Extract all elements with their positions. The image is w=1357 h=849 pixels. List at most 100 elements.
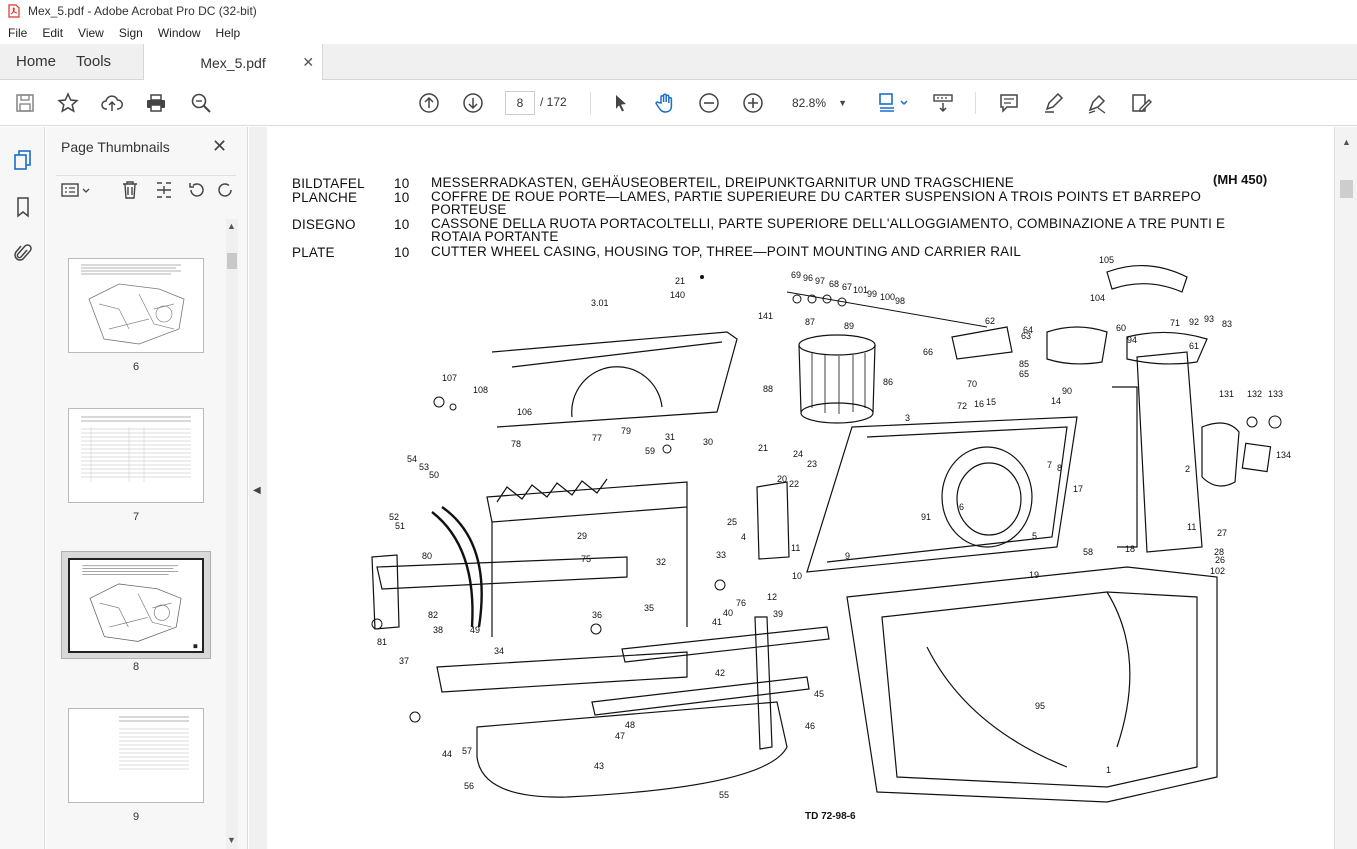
part-label: 86 xyxy=(883,377,893,387)
heading-key: DISEGNO xyxy=(292,217,356,232)
thumbnail-list[interactable]: 6 7 8 xyxy=(46,213,226,849)
panel-collapse-strip[interactable]: ◀ xyxy=(249,127,267,849)
draw-sign-icon[interactable] xyxy=(1085,91,1109,115)
zoom-in-icon[interactable] xyxy=(741,91,765,115)
tab-home[interactable]: Home xyxy=(16,53,57,70)
thumbnail-page-7[interactable] xyxy=(68,408,204,503)
part-label: 51 xyxy=(395,521,405,531)
part-label: 1 xyxy=(1106,765,1111,775)
thumbnail-page-6[interactable] xyxy=(68,258,204,353)
part-label: 71 xyxy=(1170,318,1180,328)
zoom-search-icon[interactable] xyxy=(189,91,213,115)
part-label: 28 xyxy=(1214,547,1224,557)
document-scrollbar[interactable]: ▲ xyxy=(1334,127,1357,849)
document-view[interactable]: BILDTAFEL 10 MESSERRADKASTEN, GEHÄUSEOBE… xyxy=(267,127,1334,849)
close-icon[interactable]: ✕ xyxy=(302,54,315,70)
collapse-left-arrow-icon[interactable]: ◀ xyxy=(253,485,261,496)
menu-edit[interactable]: Edit xyxy=(42,26,64,40)
heading-number: 10 xyxy=(394,176,410,191)
tab-document-label: Mex_5.pdf xyxy=(200,54,266,71)
part-label: 80 xyxy=(422,551,432,561)
bookmark-icon[interactable] xyxy=(11,195,35,219)
menu-window[interactable]: Window xyxy=(157,26,201,40)
part-label: 85 xyxy=(1019,359,1029,369)
thumbnail-scrollbar[interactable]: ▲ ▼ xyxy=(226,219,238,849)
zoom-level-dropdown[interactable]: 82.8% ▼ xyxy=(785,91,853,115)
menu-help[interactable]: Help xyxy=(215,26,241,40)
delete-icon[interactable] xyxy=(120,180,140,200)
menu-file[interactable]: File xyxy=(8,26,28,40)
panel-title: Page Thumbnails xyxy=(61,139,170,155)
page-thumbnails-icon[interactable] xyxy=(11,148,35,172)
rotate-counterclockwise-icon[interactable] xyxy=(186,180,206,200)
page-thumbnails-panel: Page Thumbnails ✕ 6 xyxy=(46,127,248,849)
rotate-clockwise-icon[interactable] xyxy=(216,180,236,200)
attachment-icon[interactable] xyxy=(11,241,35,265)
part-label: 96 xyxy=(803,273,813,283)
part-label: 11 xyxy=(1187,522,1196,532)
part-label: 11 xyxy=(791,543,800,553)
part-label: 35 xyxy=(644,603,654,613)
scrollbar-thumb[interactable] xyxy=(1340,180,1353,198)
part-label: 49 xyxy=(470,625,480,635)
scroll-up-arrow-icon[interactable]: ▲ xyxy=(227,221,236,231)
print-icon[interactable] xyxy=(144,91,168,115)
part-label: 105 xyxy=(1099,255,1114,265)
thumbnail-options-icon[interactable] xyxy=(60,180,94,200)
menu-sign[interactable]: Sign xyxy=(118,26,143,40)
extract-page-icon[interactable] xyxy=(154,180,174,200)
part-label: 62 xyxy=(985,316,995,326)
heading-row-3: DISEGNO 10 CASSONE DELLA RUOTA PORTACOLT… xyxy=(267,217,1267,245)
select-cursor-icon[interactable] xyxy=(609,91,633,115)
scroll-up-arrow-icon[interactable]: ▲ xyxy=(1342,137,1351,147)
cloud-upload-icon[interactable] xyxy=(100,91,124,115)
part-label: 29 xyxy=(577,531,587,541)
scrollbar-thumb[interactable] xyxy=(227,253,237,269)
heading-text: COFFRE DE ROUE PORTE—LAMES, PARTIE SUPER… xyxy=(431,189,1202,217)
part-label: 20 xyxy=(777,474,787,484)
part-label: 59 xyxy=(645,446,655,456)
page-number-input[interactable]: 8 xyxy=(505,91,535,115)
edit-pdf-icon[interactable] xyxy=(1129,91,1153,115)
thumbnail-page-8[interactable] xyxy=(68,558,204,653)
zoom-out-icon[interactable] xyxy=(697,91,721,115)
next-page-icon[interactable] xyxy=(461,91,485,115)
part-label: 10 xyxy=(792,571,802,581)
part-label: 39 xyxy=(773,609,783,619)
close-icon[interactable]: ✕ xyxy=(212,136,228,156)
fit-page-icon[interactable] xyxy=(876,91,912,115)
thumbnail-page-9[interactable] xyxy=(68,708,204,803)
previous-page-icon[interactable] xyxy=(417,91,441,115)
highlight-pen-icon[interactable] xyxy=(1041,91,1065,115)
tab-tools[interactable]: Tools xyxy=(76,53,112,70)
heading-key: PLATE xyxy=(292,245,335,260)
part-label: 88 xyxy=(763,384,773,394)
part-label: 47 xyxy=(615,731,625,741)
part-label: 45 xyxy=(814,689,824,699)
toolbar-separator xyxy=(975,92,976,114)
tab-document[interactable]: Mex_5.pdf ✕ xyxy=(143,44,324,81)
drawing-code: TD 72-98-6 xyxy=(805,811,856,822)
toolbar-separator xyxy=(590,92,591,114)
menu-view[interactable]: View xyxy=(78,26,104,40)
acrobat-pdf-icon xyxy=(8,4,20,18)
hand-tool-icon[interactable] xyxy=(653,91,677,115)
part-label: 50 xyxy=(429,470,439,480)
star-icon[interactable] xyxy=(56,91,80,115)
part-label: 107 xyxy=(442,373,457,383)
save-icon[interactable] xyxy=(13,91,37,115)
part-label: 25 xyxy=(727,517,737,527)
thumbnail-label: 8 xyxy=(132,661,140,673)
part-label: 104 xyxy=(1090,293,1105,303)
zoom-level-value: 82.8% xyxy=(792,96,827,110)
part-label: 21 xyxy=(758,443,768,453)
part-label: 95 xyxy=(1035,701,1045,711)
part-label: 89 xyxy=(844,321,854,331)
scroll-mode-icon[interactable] xyxy=(931,91,955,115)
scroll-down-arrow-icon[interactable]: ▼ xyxy=(227,835,236,845)
part-label: 12 xyxy=(767,592,777,602)
part-label: 68 xyxy=(829,279,839,289)
part-label: 14 xyxy=(1051,396,1061,406)
part-label: 31 xyxy=(665,432,675,442)
comment-icon[interactable] xyxy=(997,91,1021,115)
